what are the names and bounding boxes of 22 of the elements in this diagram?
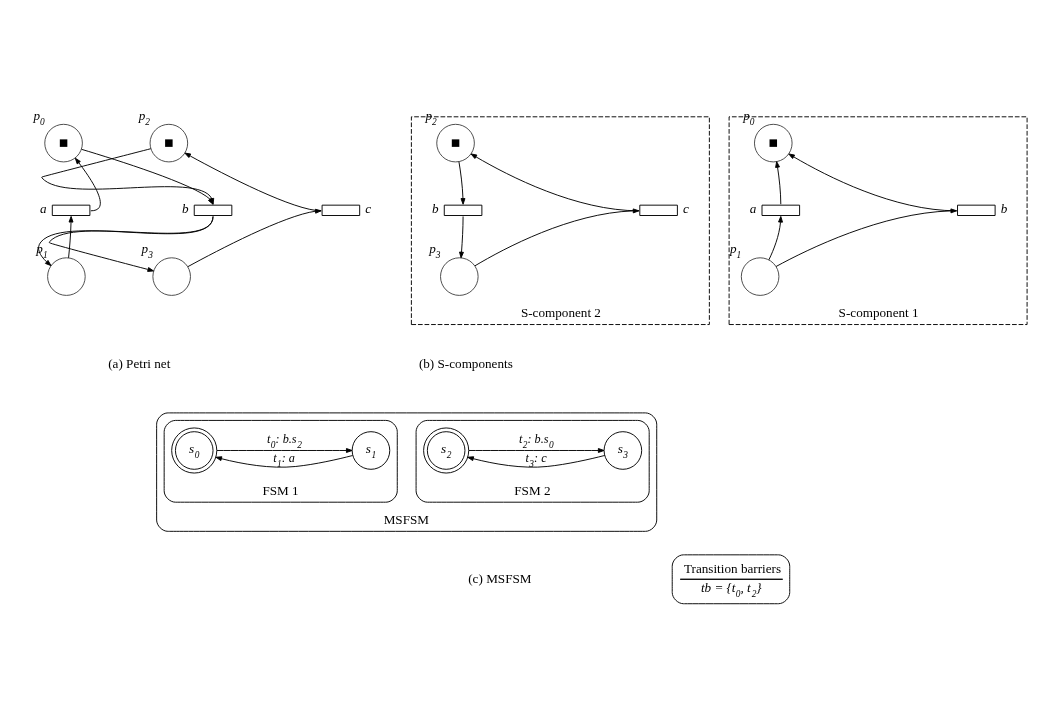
node-label: c — [683, 200, 689, 216]
edge-label: t$_{0}$: b.s$_{2}$ — [267, 431, 302, 450]
label: (a) Petri net — [108, 355, 171, 371]
node-label: b — [182, 200, 189, 216]
node-label: p$_{2}$ — [425, 107, 437, 127]
node-label: p$_{3}$ — [429, 240, 441, 260]
label: (c) MSFSM — [468, 570, 532, 586]
node-label: p$_{3}$ — [141, 240, 153, 260]
node-label: p$_{0}$ — [743, 107, 755, 127]
node-label: p$_{1}$ — [730, 240, 742, 260]
edge-label: t$_{3}$: c — [525, 450, 547, 469]
node-label: c — [365, 200, 372, 216]
label: (b) S-components — [418, 355, 513, 371]
node-label: b — [432, 200, 439, 216]
edge-label: t$_{1}$: a — [273, 450, 295, 469]
edge-label: t$_{2}$: b.s$_{0}$ — [519, 431, 554, 450]
node-label: b — [1000, 200, 1008, 216]
node-label: p$_{2}$ — [138, 107, 151, 127]
node-label: a — [40, 200, 47, 216]
node-label: p$_{1}$ — [36, 240, 48, 260]
node-label: a — [749, 200, 757, 216]
node-label: p$_{0}$ — [33, 107, 45, 127]
